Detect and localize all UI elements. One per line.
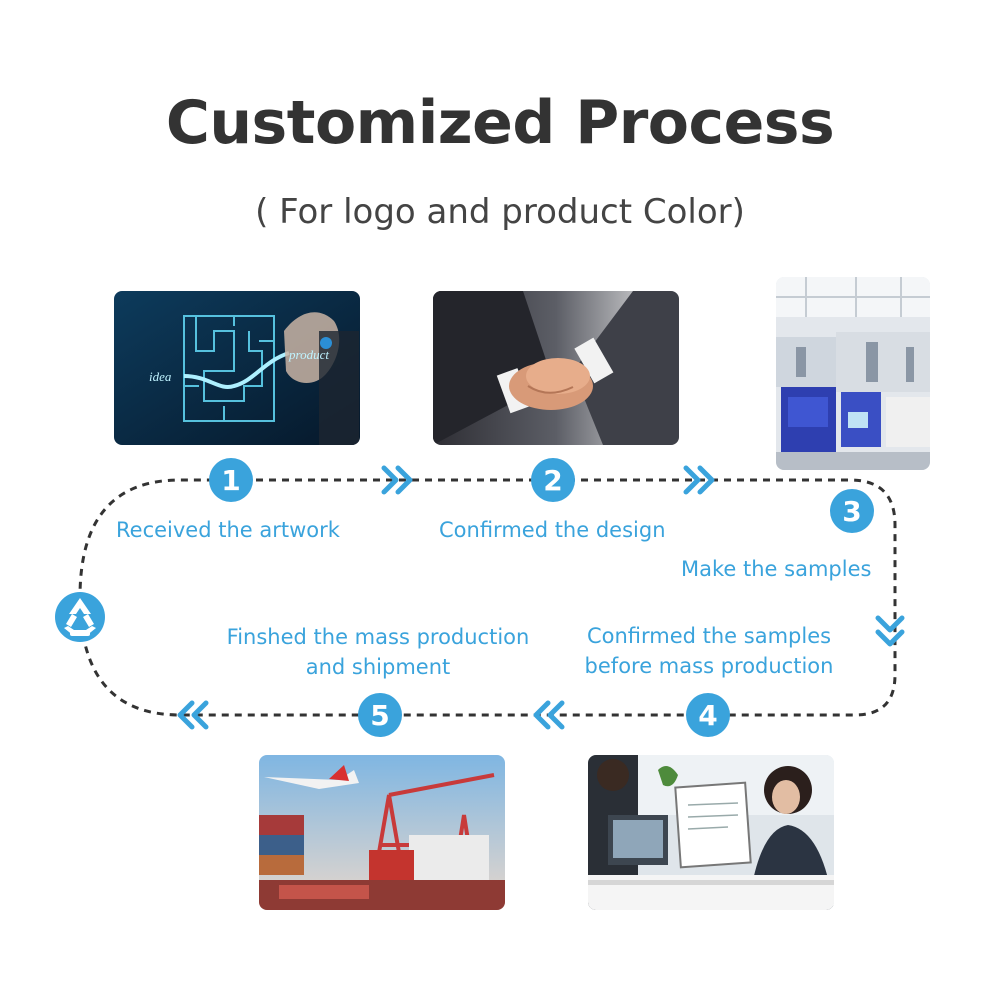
step-3-badge: 3	[830, 489, 874, 533]
step-3-label: Make the samples	[681, 557, 872, 581]
chevron-left-icon	[177, 700, 209, 730]
step-5-badge: 5	[358, 693, 402, 737]
svg-text:4: 4	[698, 699, 717, 732]
maze-left-text: idea	[149, 369, 172, 384]
page-subtitle: ( For logo and product Color)	[255, 192, 745, 232]
page-title: Customized Process	[165, 88, 835, 158]
step-4-label-line2: before mass production	[584, 654, 834, 678]
recycle-icon	[55, 592, 105, 642]
maze-right-text: product	[288, 347, 329, 362]
svg-text:5: 5	[370, 699, 389, 732]
step-2-badge: 2	[531, 458, 575, 502]
step-5-label-line1: Finshed the mass production	[226, 625, 530, 649]
step-2-label: Confirmed the design	[439, 518, 666, 542]
step-5-label-line2: and shipment	[305, 655, 451, 679]
meeting-photo	[588, 755, 834, 910]
svg-text:2: 2	[543, 464, 562, 497]
step-1-badge: 1	[209, 458, 253, 502]
shipping-photo	[259, 755, 505, 910]
chevron-right-icon	[381, 465, 413, 495]
chevron-down-icon	[875, 615, 905, 647]
handshake-photo	[433, 291, 679, 445]
svg-text:3: 3	[842, 495, 861, 528]
chevron-right-icon	[683, 465, 715, 495]
step-4-label: Confirmed the samples before mass produc…	[566, 621, 852, 681]
step-1-label: Received the artwork	[116, 518, 340, 542]
maze-idea-photo: idea product	[114, 291, 360, 445]
dashed-loop	[78, 478, 897, 717]
chevron-left-icon	[533, 700, 565, 730]
factory-photo	[776, 277, 930, 470]
step-4-badge: 4	[686, 693, 730, 737]
step-5-label: Finshed the mass production and shipment	[210, 622, 546, 682]
svg-text:1: 1	[221, 464, 240, 497]
step-4-label-line1: Confirmed the samples	[586, 624, 832, 648]
